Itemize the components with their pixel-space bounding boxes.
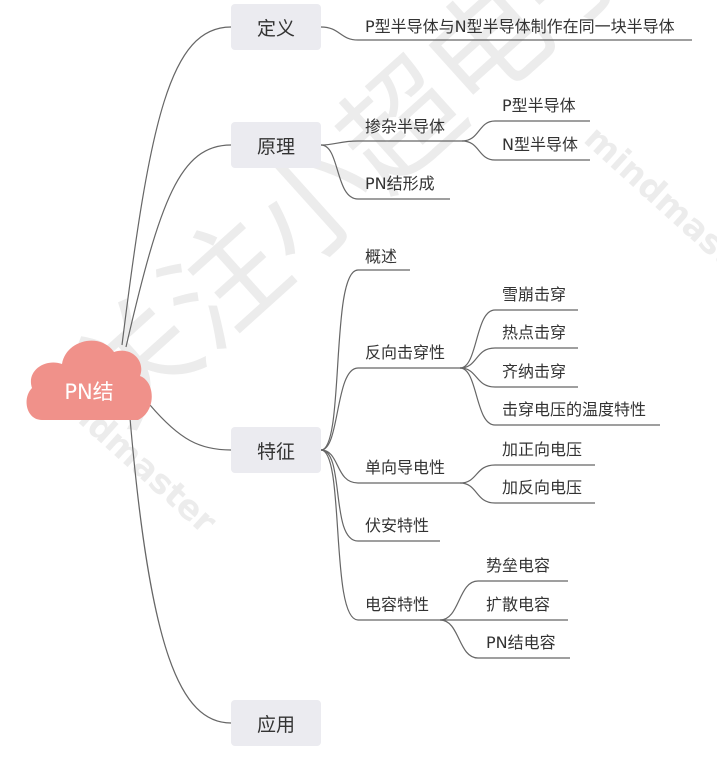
connector-root-tezheng [149, 404, 232, 451]
topic-yuanli[interactable]: 原理 [231, 122, 321, 168]
subtopic-unidirectional[interactable]: 单向导电性 [365, 458, 446, 477]
topic-tezheng[interactable]: 特征 [231, 427, 321, 473]
subtopic-definition[interactable]: P型半导体与N型半导体制作在同一块半导体 [365, 17, 675, 36]
connector-dingyi-child [320, 26, 692, 41]
subtopic-overview[interactable]: 概述 [365, 247, 398, 266]
connector-doping-p [461, 120, 590, 142]
connector-tezheng-unidirectional [320, 449, 460, 484]
subtopic-avalanche[interactable]: 雪崩击穿 [502, 285, 567, 304]
connector-cap-3 [439, 619, 570, 659]
subtopic-iv[interactable]: 伏安特性 [365, 516, 430, 535]
connector-yuanli-doping [320, 140, 462, 146]
subtopic-reverse-breakdown[interactable]: 反向击穿性 [365, 343, 446, 362]
subtopic-temp-char[interactable]: 击穿电压的温度特性 [502, 400, 647, 419]
root-cloud-shape [26, 340, 152, 420]
subtopic-barrier-cap[interactable]: 势垒电容 [486, 556, 551, 575]
subtopic-diffusion-cap[interactable]: 扩散电容 [486, 595, 551, 614]
connector-tezheng-reverse [320, 367, 460, 451]
subtopic-thermal[interactable]: 热点击穿 [502, 323, 567, 342]
connector-tezheng-capacitance [320, 449, 440, 621]
connector-tezheng-iv [320, 449, 440, 542]
root-topic[interactable]: PN结 [64, 380, 114, 404]
connector-reverse-4 [459, 367, 660, 426]
connector-reverse-3 [459, 367, 578, 388]
subtopic-pn-cap[interactable]: PN结电容 [486, 633, 556, 652]
connector-yuanli-pn [320, 144, 450, 200]
connector-doping-n [461, 140, 590, 161]
connector-uni-2 [459, 482, 595, 504]
subtopic-pn-formation[interactable]: PN结形成 [365, 174, 435, 193]
subtopic-doping[interactable]: 掺杂半导体 [365, 117, 446, 136]
subtopic-p-type[interactable]: P型半导体 [502, 96, 576, 115]
subtopic-capacitance[interactable]: 电容特性 [365, 595, 430, 614]
topic-yingyong[interactable]: 应用 [231, 700, 321, 746]
connector-tezheng-overview [320, 269, 410, 451]
topic-dingyi[interactable]: 定义 [231, 4, 321, 50]
connector-cap-1 [439, 580, 568, 621]
connector-reverse-1 [459, 309, 578, 369]
subtopic-zener[interactable]: 齐纳击穿 [502, 362, 567, 381]
connector-root-dingyi [121, 26, 232, 346]
subtopic-forward-bias[interactable]: 加正向电压 [502, 440, 583, 459]
connector-uni-1 [459, 464, 595, 484]
connector-root-yuanli [125, 144, 232, 348]
connector-reverse-2 [459, 347, 578, 369]
connector-root-yingyong [129, 417, 232, 724]
subtopic-n-type[interactable]: N型半导体 [502, 135, 578, 154]
subtopic-reverse-bias[interactable]: 加反向电压 [502, 478, 583, 497]
